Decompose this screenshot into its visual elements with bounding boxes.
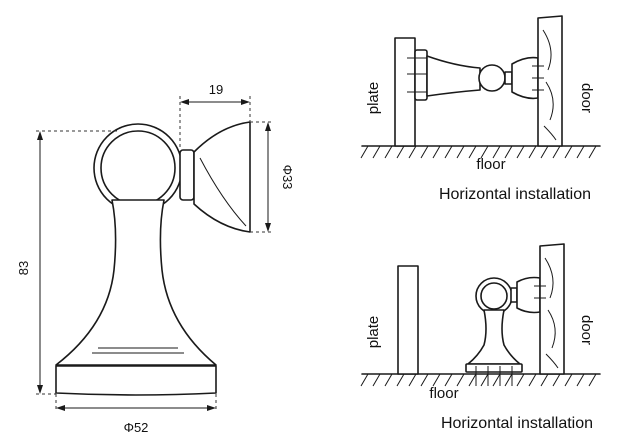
magnet-cap [193,121,251,233]
top-floor-label: floor [476,156,505,173]
top-stem [426,55,481,97]
dimension-height: 83 [16,130,118,395]
bottom-caption: Horizontal installation [441,415,593,432]
stem-body [55,199,217,366]
bottom-base [465,363,523,373]
bottom-plate [397,265,419,375]
magnet-cap-contour [199,157,247,227]
bottom-plate-label: plate [365,316,382,349]
dimension-base-width: Φ52 [55,394,217,435]
bottom-installation-scene: plate door floor Horizontal installation [360,243,601,432]
top-installation-scene: plate door floor Horizontal installation [360,15,601,203]
bottom-floor-label: floor [429,385,458,402]
bottom-connector [510,287,518,303]
ring-head-inner [100,130,176,206]
bottom-floor-hatch [360,373,597,387]
dim-52-label: Φ52 [124,420,149,435]
dimension-cap-diameter: Φ33 [250,121,295,233]
dim-19-label: 19 [209,82,223,97]
bottom-door-grain [544,257,559,369]
dim-83-label: 83 [16,261,31,275]
door-stopper-part [55,121,251,396]
top-ring [478,64,506,92]
ring-head-outer [93,123,183,213]
top-door [537,15,563,147]
bottom-door-label: door [578,315,595,345]
bottom-magnet [516,276,541,314]
bottom-door-screws [534,285,546,299]
magnet-neck [179,149,195,201]
bottom-anchor-screws [475,366,513,386]
bottom-door [539,243,565,375]
top-door-screws [532,65,544,91]
dim-33-label: Φ33 [280,165,295,190]
bottom-stem [467,309,521,365]
top-caption: Horizontal installation [439,186,591,203]
base-plate [55,365,217,396]
top-floor-hatch [360,145,597,159]
top-connector [504,71,513,85]
top-plate-label: plate [365,82,382,115]
top-door-grain [542,29,557,141]
dimension-cap-depth: 19 [179,82,251,150]
bottom-ring-inner [480,282,508,310]
top-door-label: door [578,83,595,113]
